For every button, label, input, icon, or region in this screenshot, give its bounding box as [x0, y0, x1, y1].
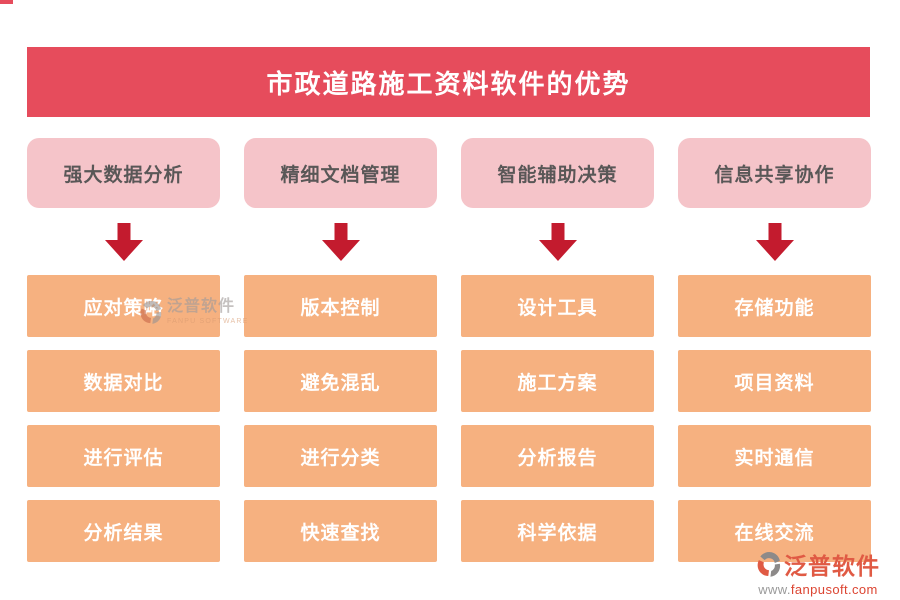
category-pill: 精细文档管理	[244, 138, 437, 208]
feature-item: 版本控制	[244, 275, 437, 337]
down-arrow-icon	[104, 222, 143, 261]
column-document-management: 精细文档管理 版本控制 避免混乱 进行分类 快速查找	[244, 138, 437, 575]
arrow-wrap	[461, 208, 654, 275]
arrow-wrap	[678, 208, 871, 275]
column-decision-support: 智能辅助决策 设计工具 施工方案 分析报告 科学依据	[461, 138, 654, 575]
feature-item: 存储功能	[678, 275, 871, 337]
category-pill: 信息共享协作	[678, 138, 871, 208]
arrow-wrap	[27, 208, 220, 275]
feature-item: 设计工具	[461, 275, 654, 337]
arrow-wrap	[244, 208, 437, 275]
feature-item: 施工方案	[461, 350, 654, 412]
feature-columns: 强大数据分析 应对策略 数据对比 进行评估 分析结果 精细文档管理 版本控制 避…	[27, 138, 871, 575]
down-arrow-icon	[321, 222, 360, 261]
footer-brand-row: 泛普软件	[756, 547, 880, 581]
feature-item: 应对策略	[27, 275, 220, 337]
footer-url: www.fanpusoft.com	[756, 582, 880, 597]
column-data-analysis: 强大数据分析 应对策略 数据对比 进行评估 分析结果	[27, 138, 220, 575]
down-arrow-icon	[538, 222, 577, 261]
feature-item: 避免混乱	[244, 350, 437, 412]
feature-item: 分析报告	[461, 425, 654, 487]
feature-item: 进行评估	[27, 425, 220, 487]
column-info-sharing: 信息共享协作 存储功能 项目资料 实时通信 在线交流	[678, 138, 871, 575]
title-banner: 市政道路施工资料软件的优势	[27, 47, 870, 117]
footer-url-domain: fanpusoft.com	[790, 582, 878, 597]
feature-item: 实时通信	[678, 425, 871, 487]
feature-item: 科学依据	[461, 500, 654, 562]
category-pill: 强大数据分析	[27, 138, 220, 208]
feature-item: 进行分类	[244, 425, 437, 487]
feature-item: 快速查找	[244, 500, 437, 562]
footer-brand-name: 泛普软件	[784, 554, 880, 579]
feature-item: 项目资料	[678, 350, 871, 412]
category-pill: 智能辅助决策	[461, 138, 654, 208]
footer-brand: 泛普软件 www.fanpusoft.com	[756, 547, 880, 597]
feature-item: 分析结果	[27, 500, 220, 562]
fanpu-logo-icon	[757, 551, 781, 577]
feature-item: 在线交流	[678, 500, 871, 562]
page-title: 市政道路施工资料软件的优势	[266, 68, 631, 99]
corner-mark	[0, 0, 13, 4]
footer-url-www: www.	[758, 582, 791, 597]
down-arrow-icon	[755, 222, 794, 261]
feature-item: 数据对比	[27, 350, 220, 412]
